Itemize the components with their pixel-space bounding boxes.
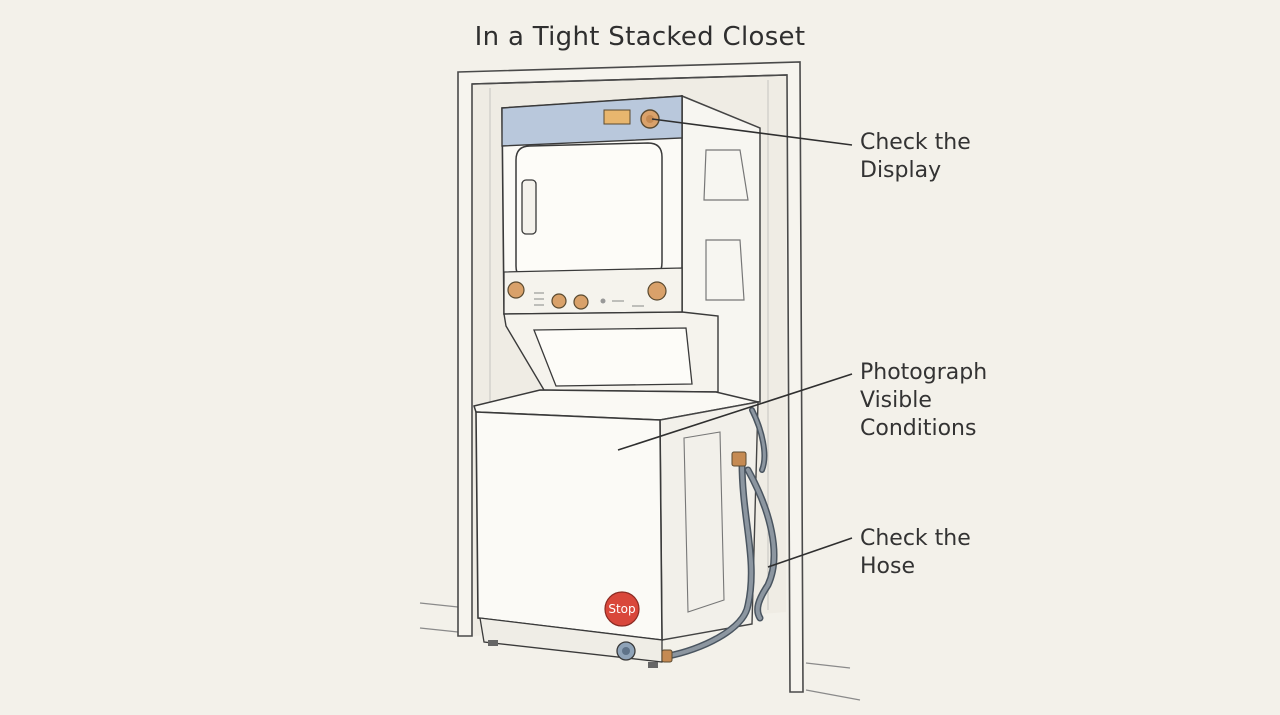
knob bbox=[507, 281, 525, 299]
knob bbox=[551, 293, 567, 309]
callout-check-display: Check the Display bbox=[860, 130, 971, 183]
callout-photograph-conditions: Photograph Visible Conditions bbox=[860, 360, 988, 441]
hose-fitting bbox=[661, 649, 673, 663]
stop-badge: Stop bbox=[604, 591, 640, 627]
knob bbox=[573, 294, 589, 310]
stop-badge-label: Stop bbox=[608, 602, 635, 616]
dryer-door-handle bbox=[521, 179, 537, 235]
washer-window bbox=[533, 327, 693, 387]
leader-hose bbox=[767, 537, 853, 568]
washer-unit: Stop bbox=[473, 311, 759, 668]
leader-display bbox=[651, 118, 853, 146]
knob bbox=[647, 281, 667, 301]
diagram-title: In a Tight Stacked Closet bbox=[474, 22, 806, 52]
callout-leaders bbox=[617, 118, 853, 568]
leader-photograph bbox=[617, 373, 853, 451]
hose-assembly bbox=[661, 407, 778, 663]
floor-lines bbox=[419, 602, 861, 701]
dryer-control-panel bbox=[501, 95, 683, 147]
hose-fitting bbox=[731, 451, 747, 467]
dryer-display bbox=[603, 109, 631, 125]
callout-check-hose: Check the Hose bbox=[860, 526, 971, 579]
dryer-door bbox=[515, 142, 663, 281]
